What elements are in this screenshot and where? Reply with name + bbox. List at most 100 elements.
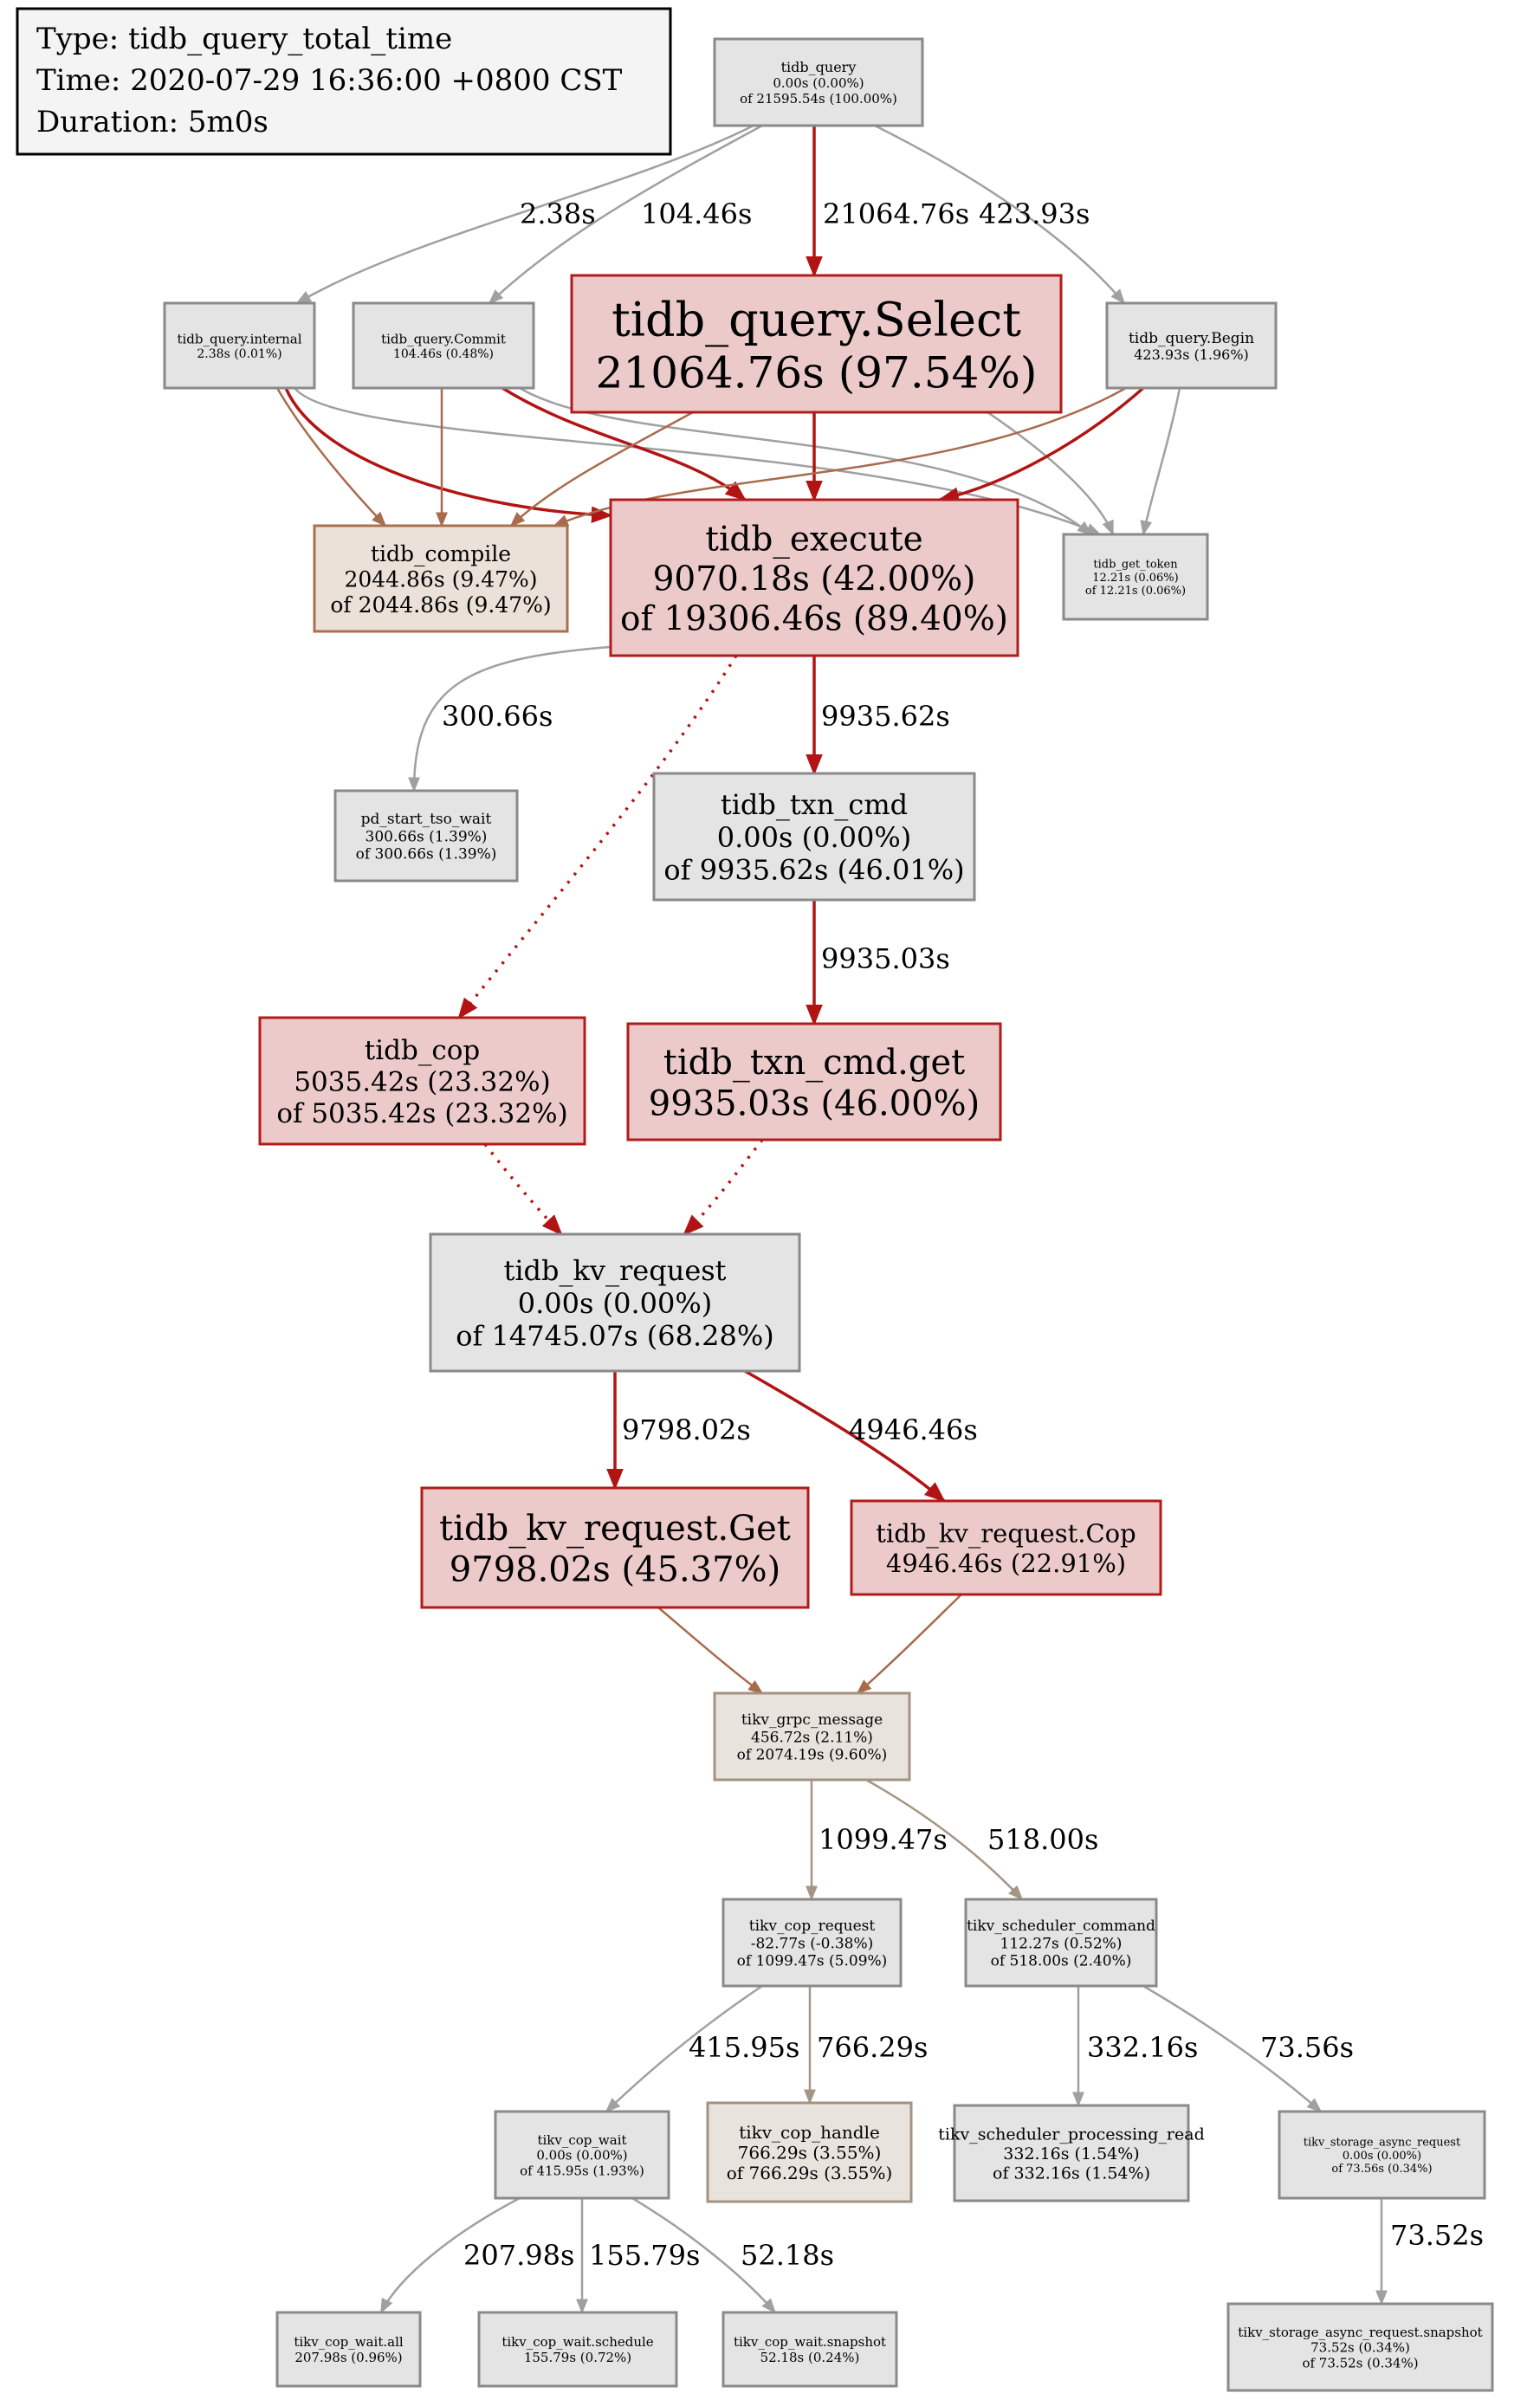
edge-line xyxy=(683,1138,764,1236)
edge-tikv-storage-async-request-to-tikv-storage-async-request-snapshot: 73.52s xyxy=(1375,2198,1484,2306)
edge-tikv-grpc-message-to-tikv-scheduler-command: 518.00s xyxy=(865,1778,1098,1901)
edge-label: 1099.47s xyxy=(819,1823,948,1856)
node-box xyxy=(850,1499,1162,1596)
node-box xyxy=(1062,533,1209,621)
edge-line xyxy=(483,1142,563,1236)
node-title: tikv_cop_wait.all xyxy=(294,2334,404,2350)
node-stat: 9798.02s (45.37%) xyxy=(450,1549,780,1589)
edge-line xyxy=(1140,387,1181,536)
node-stat: 2.38s (0.01%) xyxy=(197,347,281,361)
node-title: tidb_compile xyxy=(371,541,511,566)
node-stat: 104.46s (0.48%) xyxy=(393,347,494,361)
edge-line xyxy=(295,124,754,305)
node-stat: 21064.76s (97.54%) xyxy=(596,347,1038,398)
edge-label: 207.98s xyxy=(463,2239,574,2272)
edge-tidb-kv-request-to-tidb-kv-request-get: 9798.02s xyxy=(606,1371,751,1491)
node-box xyxy=(706,2101,913,2203)
node-tikv-cop-request[interactable]: tikv_cop_request-82.77s (-0.38%)of 1099.… xyxy=(721,1898,903,1988)
node-title: tikv_cop_wait.snapshot xyxy=(734,2334,886,2350)
node-box xyxy=(258,1016,586,1146)
node-box xyxy=(1226,2302,1494,2392)
node-box xyxy=(494,2110,670,2200)
edge-tidb-txn-cmd-to-tidb-txn-cmd-get: 9935.03s xyxy=(806,900,950,1026)
node-box xyxy=(721,1898,903,1988)
edge-tidb-query-internal-to-tidb-compile xyxy=(275,387,387,527)
node-stat: 0.00s (0.00%) xyxy=(518,1287,712,1320)
edge-label: 104.46s xyxy=(641,197,752,230)
node-tikv-storage-async-request-snapshot[interactable]: tikv_storage_async_request.snapshot73.52… xyxy=(1226,2302,1494,2392)
edge-tikv-cop-request-to-tikv-cop-wait: 415.95s xyxy=(605,1984,799,2113)
node-stat: of 2074.19s (9.60%) xyxy=(737,1746,888,1763)
node-title: tikv_cop_request xyxy=(749,1918,876,1935)
edge-label: 21064.76s xyxy=(823,197,969,230)
edge-tikv-cop-wait-to-tikv-cop-wait-schedule: 155.79s xyxy=(576,2198,700,2314)
node-title: tikv_cop_wait.schedule xyxy=(501,2334,653,2350)
edge-line xyxy=(488,124,763,305)
edge-line xyxy=(744,1369,946,1503)
node-title: tidb_query.internal xyxy=(177,331,301,346)
edge-tidb-query-to-tidb-query-commit: 104.46s xyxy=(488,124,763,305)
edge-line xyxy=(284,387,613,524)
edge-tidb-kv-request-to-tidb-kv-request-cop: 4946.46s xyxy=(744,1369,978,1503)
edge-label: 73.52s xyxy=(1390,2219,1484,2252)
node-stat: 112.27s (0.52%) xyxy=(1000,1935,1123,1952)
edge-line xyxy=(408,645,611,792)
edge-tidb-txn-cmd-get-to-tidb-kv-request xyxy=(683,1138,764,1236)
edge-line xyxy=(275,387,387,527)
node-title: tikv_cop_wait xyxy=(537,2132,626,2148)
node-title: tikv_grpc_message xyxy=(741,1711,883,1729)
node-stat: 4946.46s (22.91%) xyxy=(886,1549,1126,1578)
edge-tidb-query-to-tidb-query-select: 21064.76s xyxy=(806,126,969,278)
edge-label: 155.79s xyxy=(589,2239,700,2272)
edge-label: 332.16s xyxy=(1087,2031,1198,2064)
node-title: tidb_execute xyxy=(705,520,922,559)
node-stat: of 73.52s (0.34%) xyxy=(1302,2355,1418,2370)
edge-line xyxy=(379,2196,521,2314)
node-title: tikv_storage_async_request xyxy=(1304,2136,1461,2149)
edge-tidb-cop-to-tidb-kv-request xyxy=(483,1142,563,1236)
edge-line xyxy=(874,124,1126,305)
edge-tidb-execute-to-pd-start-tso-wait: 300.66s xyxy=(408,645,611,792)
node-box xyxy=(313,524,569,633)
node-title: tidb_cop xyxy=(365,1035,480,1066)
edge-tidb-query-begin-to-tidb-get-token xyxy=(1140,387,1181,536)
node-title: tidb_query.Commit xyxy=(381,331,506,346)
node-stat: of 19306.46s (89.40%) xyxy=(620,599,1008,638)
node-stat: 766.29s (3.55%) xyxy=(738,2142,882,2163)
node-stat: of 415.95s (1.93%) xyxy=(520,2163,644,2178)
node-box xyxy=(652,772,976,902)
node-title: tidb_query xyxy=(781,59,857,75)
edge-label: 518.00s xyxy=(987,1823,1098,1856)
edge-line xyxy=(1142,1984,1323,2113)
edge-tikv-cop-wait-to-tikv-cop-wait-snapshot: 52.18s xyxy=(631,2196,834,2314)
node-stat: 73.52s (0.34%) xyxy=(1310,2340,1410,2356)
legend-time: Time: 2020-07-29 16:36:00 +0800 CST xyxy=(36,63,623,98)
node-stat: of 518.00s (2.40%) xyxy=(991,1952,1132,1969)
